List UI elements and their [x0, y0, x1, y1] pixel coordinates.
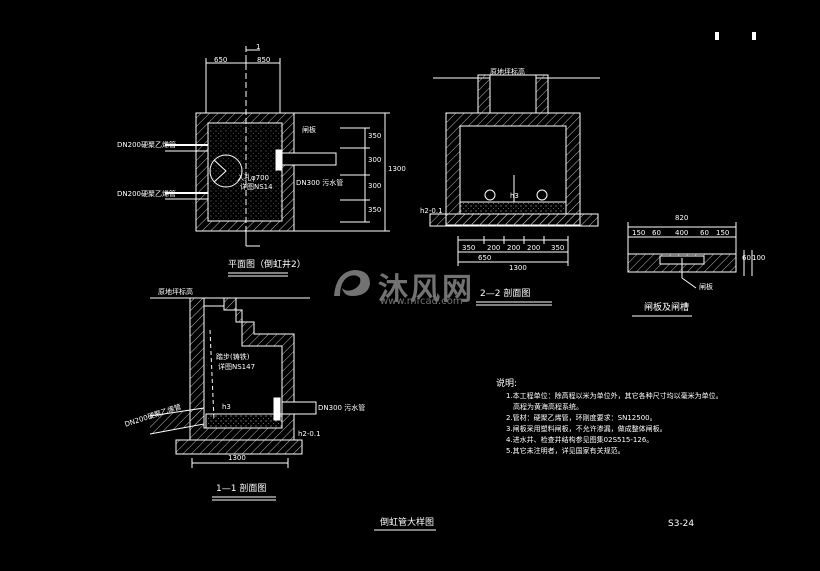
section11-label-ladder: 踏步(铸铁) — [216, 353, 250, 361]
section22-dim-3: 200 — [507, 244, 521, 252]
section11-ground: 原地坪标高 — [158, 288, 193, 296]
plan-label-inlet-1: DN200硬聚乙烯管 — [117, 141, 176, 149]
note-item: 4.进水井、检查井结构参见图集02S515-126。 — [506, 436, 654, 444]
gate-detail — [627, 222, 753, 289]
plan-label-ref: 详图NS14 — [240, 183, 273, 191]
drawing-title: 倒虹管大样图 — [380, 518, 435, 528]
plan-label-inlet-2: DN200硬聚乙烯管 — [117, 190, 176, 198]
plan-view-title: 平面图（倒虹井2） — [228, 260, 306, 270]
note-item: 1.本工程单位：除高程以米为单位外，其它各种尺寸均以毫米为单位。 — [506, 392, 723, 400]
section11-label-h: h3 — [222, 403, 231, 411]
note-item: 3.闸板采用塑料闸板，不允许渗漏，做成整体闸板。 — [506, 425, 667, 433]
plan-dim-top-1: 650 — [214, 56, 228, 64]
title-mark-right — [752, 32, 756, 40]
watermark-logo-icon — [334, 270, 370, 296]
section22-ground: 原地坪标高 — [490, 68, 525, 76]
section22-title: 2—2 剖面图 — [480, 289, 531, 299]
section22-dim-5: 350 — [551, 244, 565, 252]
section22-dim-2: 200 — [487, 244, 501, 252]
gate-dim-3: 400 — [675, 229, 689, 237]
section11-dim-bottom: 1300 — [228, 454, 246, 462]
watermark-brand: 沐风网 — [378, 272, 474, 307]
plan-view — [165, 46, 390, 247]
section-2-2 — [429, 74, 600, 266]
gate-dim-4: 60 — [700, 229, 709, 237]
title-mark-left — [715, 32, 719, 40]
gate-dim-side-1: 60 — [742, 254, 751, 262]
note-item: 5.其它未注明者，详见国家有关规范。 — [506, 447, 625, 455]
notes-block: 说明: 1.本工程单位：除高程以米为单位外，其它各种尺寸均以毫米为单位。 高程为… — [496, 380, 723, 459]
section22-dim-1: 350 — [462, 244, 476, 252]
section22-dim-sub-1: 650 — [478, 254, 492, 262]
section22-dim-4: 200 — [527, 244, 541, 252]
gate-detail-title: 闸板及闸槽 — [644, 303, 690, 313]
plan-label-gate: 闸板 — [302, 126, 316, 134]
gate-dim-total: 820 — [675, 214, 689, 222]
section11-label-h2: h2-0.1 — [298, 430, 321, 438]
section11-title: 1—1 剖面图 — [216, 484, 267, 494]
plan-label-outlet: DN300 污水管 — [296, 179, 344, 187]
section22-dim-sub-2: 1300 — [509, 264, 527, 272]
watermark-url: www.mfcad.com — [380, 296, 463, 307]
gate-dim-5: 150 — [716, 229, 730, 237]
plan-dim-right-3: 300 — [368, 182, 382, 190]
plan-section-mark: 1 — [256, 43, 261, 51]
plan-label-manhole: 入孔φ700 — [237, 174, 269, 182]
watermark: 沐风网 www.mfcad.com — [330, 262, 500, 308]
note-item: 2.管材：硬聚乙烯管，环刚度要求：SN12500。 — [506, 414, 657, 422]
gate-label: 闸板 — [699, 283, 713, 291]
plan-dim-right-4: 350 — [368, 206, 382, 214]
gate-dim-2: 60 — [652, 229, 661, 237]
section-1-1 — [149, 297, 317, 501]
sheet-number: S3-24 — [668, 519, 695, 529]
gate-dim-side-2: 100 — [752, 254, 766, 262]
note-item: 高程为黄海高程系统。 — [506, 403, 583, 411]
section22-label-h: h3 — [510, 192, 519, 200]
section11-label-ref: 详图NS147 — [218, 363, 256, 371]
plan-dim-right-1: 350 — [368, 132, 382, 140]
notes-heading: 说明: — [496, 379, 518, 389]
plan-dim-top-2: 850 — [257, 56, 271, 64]
plan-dim-right-2: 300 — [368, 156, 382, 164]
section22-label-h2: h2-0.1 — [420, 207, 443, 215]
plan-dim-total: 1300 — [388, 165, 406, 173]
gate-dim-1: 150 — [632, 229, 646, 237]
notes-list: 1.本工程单位：除高程以米为单位外，其它各种尺寸均以毫米为单位。 高程为黄海高程… — [506, 393, 723, 455]
section11-label-outlet: DN300 污水管 — [318, 404, 366, 412]
